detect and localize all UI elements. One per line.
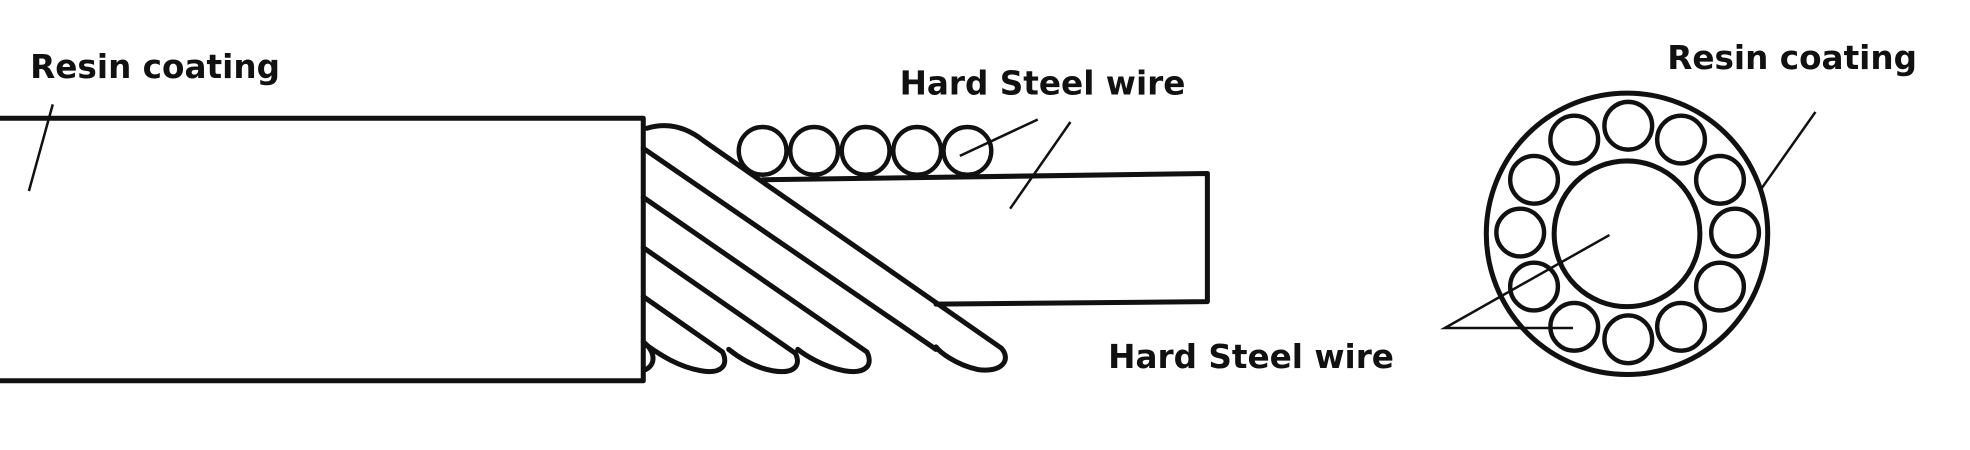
leader-steel-top-1 <box>959 118 1039 158</box>
leader-resin-left <box>27 104 54 192</box>
resin-coated-section <box>0 115 646 384</box>
leader-steel-bottom <box>1440 233 1611 330</box>
label-resin-coating-left: Resin coating <box>30 48 280 86</box>
label-resin-coating-right: Resin coating <box>1667 39 1917 77</box>
label-hard-steel-wire-bottom: Hard Steel wire <box>1108 338 1394 376</box>
leader-resin-right <box>1760 111 1817 190</box>
cross-section <box>1483 90 1771 378</box>
leader-steel-top-2 <box>1009 121 1072 210</box>
coil-wire-circles <box>736 124 994 177</box>
label-hard-steel-wire-top: Hard Steel wire <box>900 64 1186 102</box>
helical-strands <box>640 123 1008 375</box>
core-wire <box>760 170 1210 307</box>
